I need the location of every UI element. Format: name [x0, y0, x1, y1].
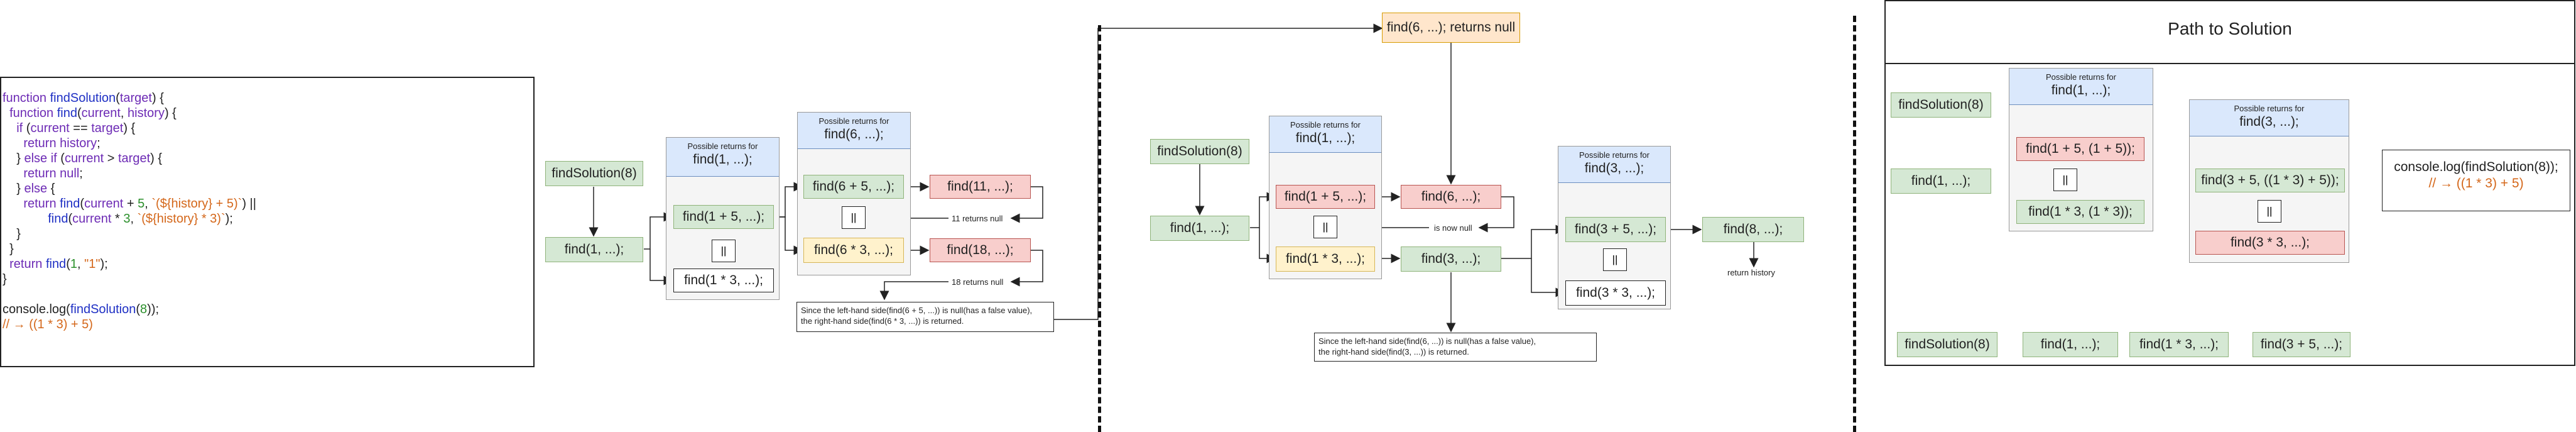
d3-console-log-line: console.log(findSolution(8)); [2394, 160, 2558, 174]
d2-find-6-returns-null-node: find(6, ...); returns null [1382, 13, 1520, 43]
d1-find-6-times-3-node: find(6 * 3, ...); [803, 238, 904, 263]
d3-group-find-3-title: find(3, ...); [2239, 114, 2299, 129]
code-line-16: // → ((1 * 3) + 5) [3, 318, 93, 331]
d2-find-3-times-3-node: find(3 * 3, ...); [1565, 280, 1666, 306]
d3-find-solution-node: findSolution(8) [1891, 92, 1991, 118]
d2-explanation-line-2: the right-hand side(find(3, ...)) is ret… [1318, 347, 1469, 357]
d2-explanation-line-1: Since the left-hand side(find(6, ...)) i… [1318, 336, 1536, 346]
d2-find-8-node: find(8, ...); [1702, 217, 1804, 242]
d1-find-1-times-3-node: find(1 * 3, ...); [673, 269, 774, 292]
code-line-12: return find(1, "1"); [9, 257, 108, 271]
code-line-11: } [3, 242, 14, 256]
d3-group-find-1-title: find(1, ...); [2051, 83, 2111, 97]
code-panel: function findSolution(target) { function… [0, 77, 535, 367]
code-line-15: console.log(findSolution(8)); [3, 302, 160, 316]
d3-path-step-3: find(1 * 3, ...); [2129, 332, 2229, 357]
d2-group-find-1-title: find(1, ...); [1295, 131, 1356, 145]
d1-group-find-6-header: Possible returns for find(6, ...); [798, 113, 910, 149]
d3-group-find-1-caption: Possible returns for [2046, 72, 2116, 82]
d1-group-find-6-caption: Possible returns for [818, 116, 889, 126]
d2-find-3-plus-5-node: find(3 + 5, ...); [1565, 217, 1666, 242]
d1-group-find-1-caption: Possible returns for [687, 141, 758, 151]
d2-group-find-3-caption: Possible returns for [1579, 150, 1649, 160]
d2-find-solution-node: findSolution(8) [1150, 139, 1249, 164]
d1-find-1-plus-5-node: find(1 + 5, ...); [673, 205, 774, 229]
code-line-3: if (current == target) { [16, 121, 136, 135]
d3-console-output-line: // → ((1 * 3) + 5) [2428, 176, 2524, 191]
d1-11-returns-null-note: 11 returns null [952, 214, 1003, 223]
d3-find-3-times-3-node: find(3 * 3, ...); [2195, 231, 2345, 255]
d3-group-find-1-header: Possible returns for find(1, ...); [2009, 69, 2153, 105]
d2-or-operator-2: || [1603, 248, 1627, 271]
d2-find-1-times-3-node: find(1 * 3, ...); [1276, 246, 1375, 272]
d3-group-find-3-caption: Possible returns for [2234, 104, 2305, 113]
code-line-9: find(current * 3, `(${history} * 3)`); [48, 212, 233, 226]
d3-find-3-plus-5-node: find(3 + 5, ((1 * 3) + 5)); [2195, 169, 2345, 192]
d3-path-step-4: find(3 + 5, ...); [2253, 332, 2350, 357]
code-line-7: } else { [3, 182, 55, 196]
d2-or-operator-1: || [1313, 216, 1337, 238]
d3-group-find-3-header: Possible returns for find(3, ...); [2190, 100, 2349, 136]
d1-group-find-1-title: find(1, ...); [693, 152, 753, 167]
d1-or-operator-1: || [712, 240, 736, 262]
d3-title: Path to Solution [2168, 19, 2292, 38]
d3-or-operator-1: || [2053, 169, 2077, 191]
d3-title-separator [1884, 63, 2575, 64]
d2-find-1-node: find(1, ...); [1150, 216, 1249, 241]
d1-or-operator-2: || [842, 206, 866, 229]
code-line-6: return null; [23, 167, 83, 180]
d2-find-1-plus-5-node: find(1 + 5, ...); [1276, 185, 1375, 209]
d3-find-1-plus-5-node: find(1 + 5, (1 + 5)); [2016, 137, 2144, 161]
d1-find-18-node: find(18, ...); [930, 238, 1031, 262]
code-line-4: return history; [23, 136, 101, 150]
divider-1 [1098, 25, 1101, 432]
d2-return-history-note: return history [1727, 268, 1775, 277]
d1-18-returns-null-note: 18 returns null [952, 277, 1004, 287]
code-line-8: return find(current + 5, `(${history} + … [23, 197, 256, 211]
d1-explanation-line-1: Since the left-hand side(find(6 + 5, ...… [801, 306, 1033, 315]
d1-group-find-1-header: Possible returns for find(1, ...); [666, 138, 779, 177]
d1-explanation-box: Since the left-hand side(find(6 + 5, ...… [796, 302, 1054, 332]
d1-find-6-plus-5-node: find(6 + 5, ...); [803, 175, 904, 199]
d2-group-find-3-header: Possible returns for find(3, ...); [1558, 147, 1670, 183]
d2-is-now-null-note: is now null [1434, 223, 1472, 233]
d2-find-6-node: find(6, ...); [1401, 185, 1501, 209]
d2-group-find-1-header: Possible returns for find(1, ...); [1269, 116, 1381, 153]
d3-find-1-times-3-node: find(1 * 3, (1 * 3)); [2016, 200, 2144, 224]
d3-path-step-2: find(1, ...); [2023, 332, 2118, 357]
code-line-5: } else if (current > target) { [3, 152, 163, 165]
code-line-10: } [3, 227, 21, 241]
d1-group-find-6-title: find(6, ...); [824, 127, 884, 141]
d3-path-step-1: findSolution(8) [1897, 332, 1997, 357]
d1-find-11-node: find(11, ...); [930, 175, 1031, 199]
d3-find-1-node: find(1, ...); [1891, 169, 1991, 194]
divider-2 [1853, 16, 1856, 432]
code-line-1: function findSolution(target) { [3, 91, 164, 105]
d1-find-1-node: find(1, ...); [545, 237, 643, 262]
d3-console-log-box: console.log(findSolution(8)); // → ((1 *… [2382, 150, 2570, 211]
d1-explanation-line-2: the right-hand side(find(6 * 3, ...)) is… [801, 316, 964, 326]
code-line-2: function find(current, history) { [9, 106, 177, 120]
d2-group-find-1-caption: Possible returns for [1290, 120, 1361, 130]
code-line-13: } [3, 272, 7, 286]
d2-explanation-box: Since the left-hand side(find(6, ...)) i… [1314, 333, 1597, 362]
d1-find-solution-node: findSolution(8) [545, 161, 643, 186]
d2-find-3-node: find(3, ...); [1401, 246, 1501, 272]
d3-or-operator-2: || [2258, 200, 2281, 223]
d2-group-find-3-title: find(3, ...); [1584, 161, 1644, 175]
